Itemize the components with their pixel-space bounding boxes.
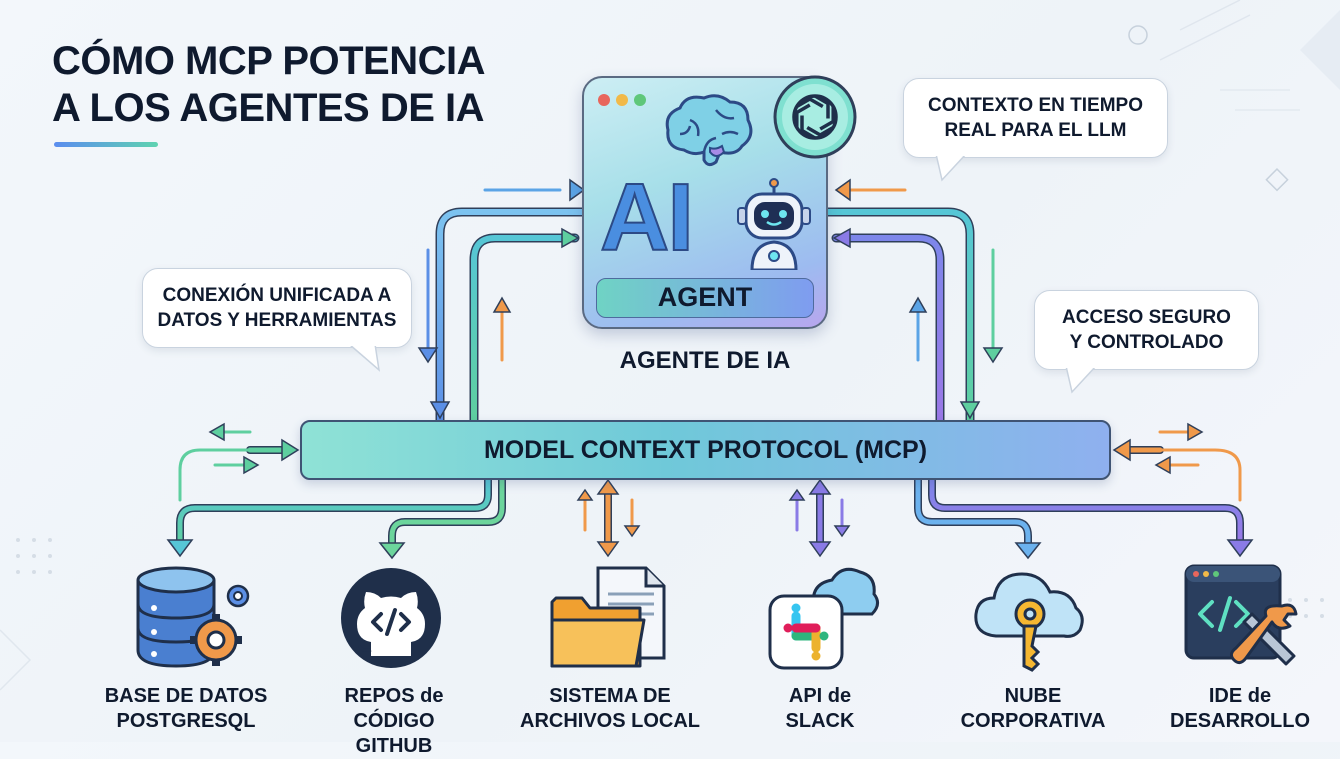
cloud-key-icon — [974, 572, 1084, 672]
mcp-protocol-bar: MODEL CONTEXT PROTOCOL (MCP) — [300, 420, 1111, 480]
robot-icon — [737, 178, 811, 270]
window-dot-red — [598, 94, 610, 106]
tool-label-line: NUBE — [1004, 685, 1062, 707]
callout-secure-line-2: Y CONTROLADO — [1069, 332, 1224, 353]
callout-unified-tail — [347, 344, 381, 372]
callout-secure: ACCESO SEGURO Y CONTROLADO — [1034, 290, 1259, 370]
callout-secure-line-1: ACCESO SEGURO — [1062, 307, 1231, 328]
page-title: CÓMO MCP POTENCIA A LOS AGENTES DE IA — [52, 38, 486, 132]
tool-label-cloud: NUBE CORPORATIVA — [938, 684, 1128, 734]
tool-label-line: POSTGRESQL — [116, 710, 256, 732]
tool-label-github: REPOS de CÓDIGO GITHUB — [304, 684, 484, 759]
database-gear-icon — [136, 566, 250, 668]
title-line-1: CÓMO MCP POTENCIA — [52, 39, 486, 83]
brain-icon — [665, 94, 753, 167]
agent-caption: AGENTE DE IA — [619, 347, 791, 374]
callout-context-line-2: REAL PARA EL LLM — [944, 120, 1127, 141]
tool-label-line: CORPORATIVA — [960, 710, 1106, 732]
ai-agent-card: AI AGENT — [582, 76, 828, 329]
tool-label-line: DESARROLLO — [1170, 710, 1310, 732]
callout-unified: CONEXIÓN UNIFICADA A DATOS Y HERRAMIENTA… — [142, 268, 412, 348]
callout-context-tail — [935, 154, 968, 182]
callout-unified-line-2: DATOS Y HERRAMIENTAS — [157, 310, 397, 331]
tool-label-line: GITHUB — [355, 735, 433, 757]
slack-icon — [768, 567, 879, 670]
tool-label-line: BASE DE DATOS — [104, 685, 268, 707]
openai-logo-icon — [773, 75, 857, 159]
tool-label-postgresql: BASE DE DATOS POSTGRESQL — [91, 684, 281, 734]
ai-text: AI — [599, 164, 695, 271]
connector-lines — [166, 178, 1254, 560]
title-underline — [54, 142, 158, 147]
callout-unified-line-1: CONEXIÓN UNIFICADA A — [162, 285, 392, 306]
tool-label-line: IDE de — [1208, 685, 1272, 707]
tool-label-line: ARCHIVOS LOCAL — [520, 710, 700, 732]
github-icon — [341, 568, 441, 668]
window-dot-yellow — [616, 94, 628, 106]
callout-context-line-1: CONTEXTO EN TIEMPO — [927, 95, 1143, 116]
tool-label-line: SLACK — [785, 710, 855, 732]
tool-label-line: API de — [788, 685, 852, 707]
ide-tools-icon — [1184, 564, 1298, 666]
callout-secure-tail — [1065, 366, 1098, 394]
tool-label-local-files: SISTEMA DE ARCHIVOS LOCAL — [515, 684, 705, 734]
tool-label-ide: IDE de DESARROLLO — [1145, 684, 1335, 734]
tool-label-line: REPOS de CÓDIGO — [344, 685, 444, 732]
tool-label-slack: API de SLACK — [725, 684, 915, 734]
background-decoration — [0, 0, 1340, 691]
agent-label-bar: AGENT — [596, 278, 814, 318]
callout-context: CONTEXTO EN TIEMPO REAL PARA EL LLM — [903, 78, 1168, 158]
title-line-2: A LOS AGENTES DE IA — [52, 86, 485, 130]
window-dot-green — [634, 94, 646, 106]
tool-label-line: SISTEMA DE — [549, 685, 671, 707]
folder-icon — [550, 566, 666, 668]
